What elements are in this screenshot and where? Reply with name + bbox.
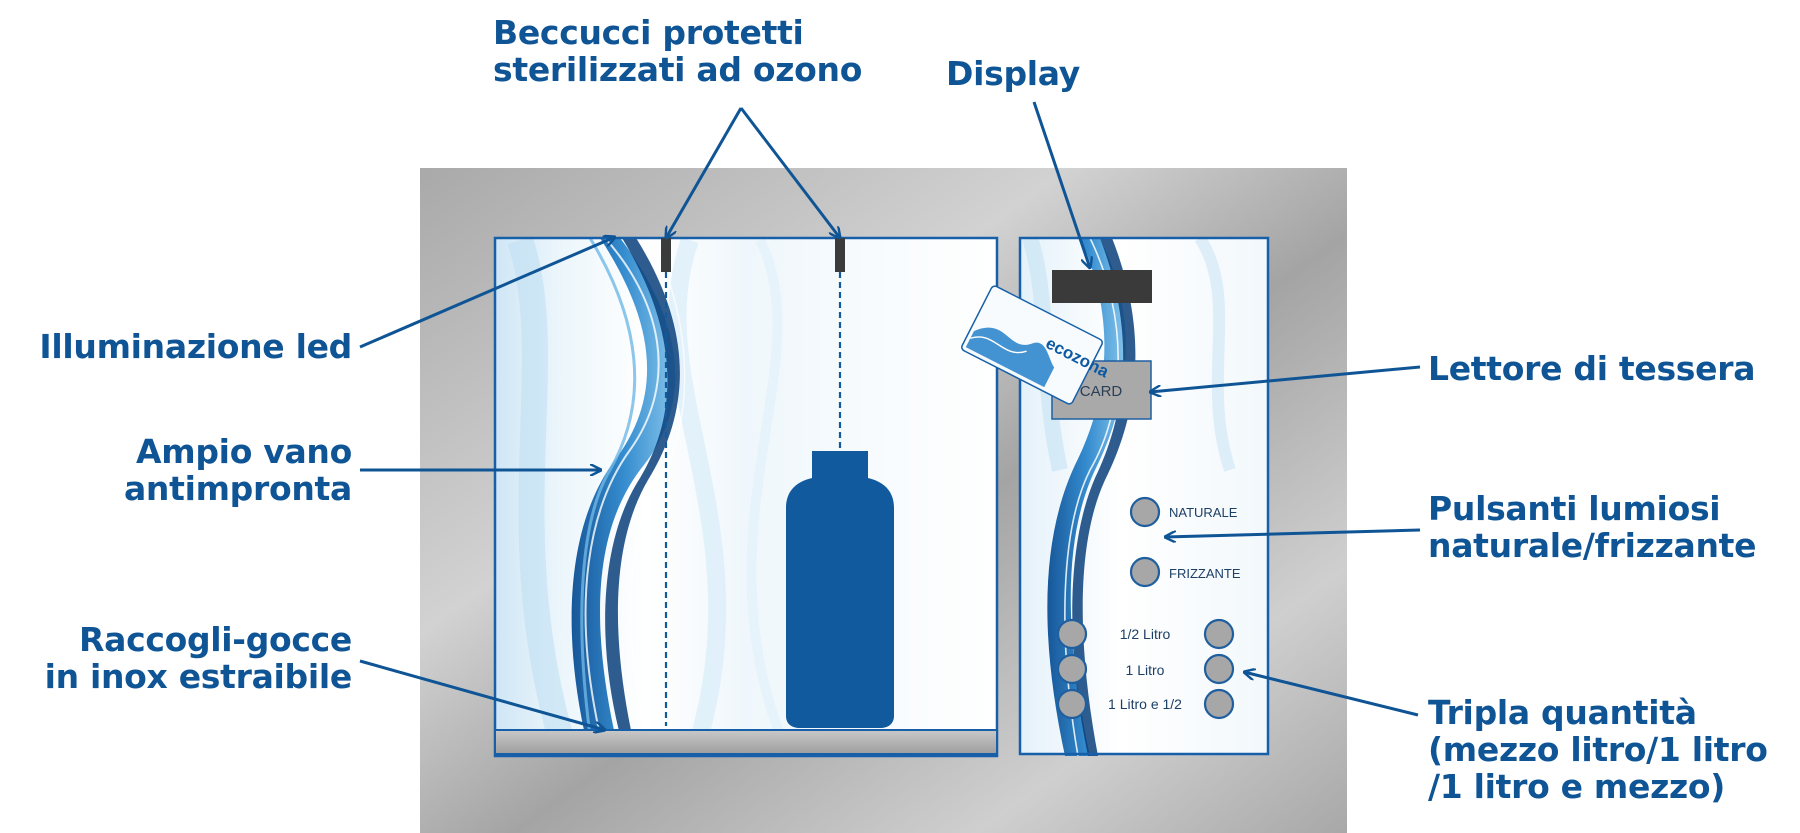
- arrow-nozzle-left: [666, 107, 743, 238]
- natural-label: NATURALE: [1169, 505, 1238, 520]
- one-liter-label: 1 Litro: [1126, 662, 1165, 678]
- arrow-buttons: [1165, 528, 1421, 537]
- drip-tray: [494, 729, 998, 755]
- sparkling-label: FRIZZANTE: [1169, 566, 1241, 581]
- dispensing-compartment: [493, 236, 999, 758]
- arrow-drip-tray: [359, 659, 605, 730]
- sparkling-button[interactable]: [1129, 556, 1161, 588]
- half-liter-left-button[interactable]: [1056, 618, 1088, 650]
- callout-arrows: [359, 101, 1421, 730]
- arrow-quantity: [1244, 672, 1419, 717]
- arrow-display: [1032, 101, 1090, 268]
- nozzle-right: [835, 238, 845, 272]
- card-slot-label: CARD: [1080, 383, 1123, 400]
- arrow-nozzle-right: [739, 107, 840, 238]
- card-reader-label: Lettore di tessera: [1428, 349, 1756, 388]
- arrow-led: [359, 237, 615, 349]
- half-liter-right-button[interactable]: [1203, 618, 1235, 650]
- led-wave-decoration: [507, 238, 784, 730]
- natural-button[interactable]: [1129, 496, 1161, 528]
- display-screen: [1052, 270, 1152, 303]
- one-liter-right-button[interactable]: [1203, 653, 1235, 685]
- one-half-liter-label: 1 Litro e 1/2: [1108, 696, 1182, 712]
- bottle-icon: [786, 451, 894, 728]
- led-label: Illuminazione led: [39, 327, 352, 366]
- nozzle-left: [661, 238, 671, 272]
- ecozona-card: ecozona: [961, 285, 1112, 405]
- one-liter-left-button[interactable]: [1056, 653, 1088, 685]
- quantity-label: Tripla quantità(mezzo litro/1 litro/1 li…: [1428, 693, 1768, 806]
- one-half-liter-left-button[interactable]: [1056, 688, 1088, 720]
- arrow-card-reader: [1150, 365, 1421, 392]
- one-half-liter-right-button[interactable]: [1203, 688, 1235, 720]
- half-liter-label: 1/2 Litro: [1120, 626, 1171, 642]
- display-label: Display: [946, 54, 1080, 93]
